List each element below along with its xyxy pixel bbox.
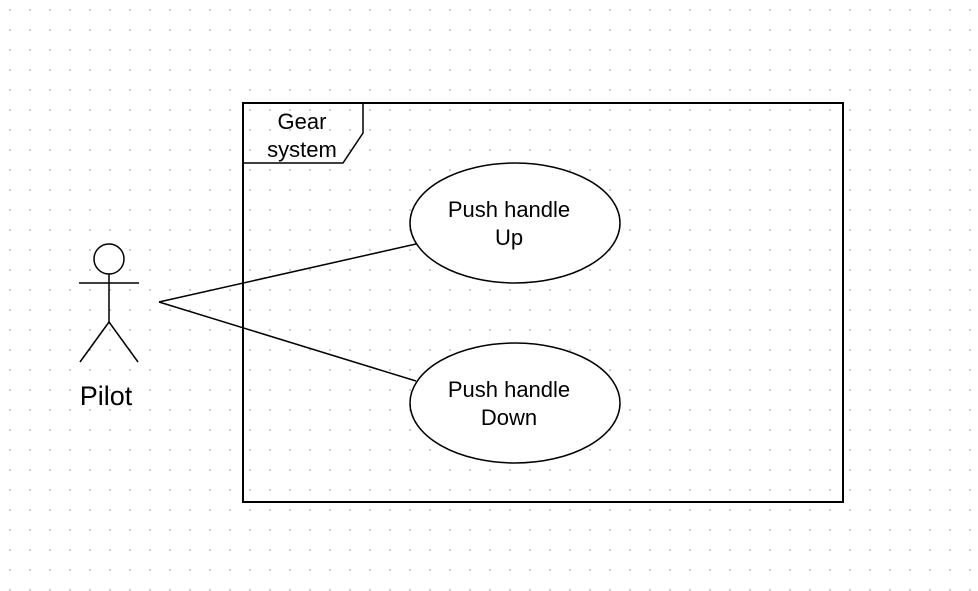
association-line-down[interactable] [158,301,417,382]
usecase-push-handle-down[interactable] [409,342,621,464]
usecase-push-handle-down-label: Push handle Down [447,377,571,430]
actor-left-leg [79,321,110,363]
system-boundary-frame[interactable] [242,102,844,503]
usecase-push-handle-up-label: Push handle Up [447,197,571,250]
actor-pilot-figure[interactable] [79,243,139,363]
association-line-up[interactable] [158,243,417,303]
actor-head [93,243,125,275]
usecase-push-handle-up[interactable] [409,162,621,284]
system-boundary-tab [243,103,364,164]
system-boundary-label: Gear system [267,109,337,162]
actor-pilot-label: Pilot [79,381,133,411]
actor-right-leg [108,321,139,363]
